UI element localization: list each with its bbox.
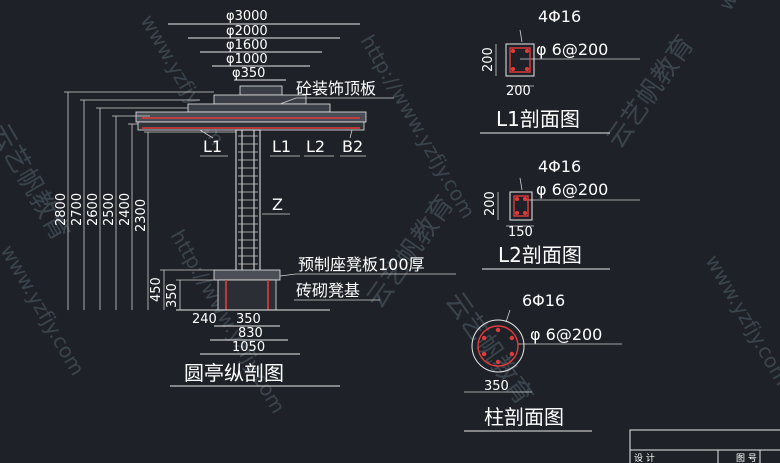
height-text: 350 bbox=[165, 283, 180, 308]
roof-label: 砼装饰顶板 bbox=[296, 79, 376, 98]
l1-rebar bbox=[525, 49, 529, 53]
l1-rebar bbox=[511, 49, 515, 53]
watermark-url: www.yzfjy.com bbox=[714, 0, 780, 15]
base-label: 砖砌凳基 bbox=[296, 281, 360, 300]
leader-line bbox=[279, 97, 297, 105]
l2-title: L2剖面图 bbox=[498, 243, 582, 267]
height-text: 2600 bbox=[86, 193, 101, 226]
l2-stirrup: φ 6@200 bbox=[536, 180, 608, 199]
watermark-brand: 云艺帆教育 bbox=[361, 190, 460, 314]
column-rebar bbox=[495, 359, 501, 365]
elevation-title: 圆亭纵剖图 bbox=[184, 361, 284, 385]
roof-tier-3 bbox=[187, 103, 331, 113]
dim-text: φ3000 bbox=[226, 9, 268, 24]
l1-top-bar: 4Φ16 bbox=[538, 7, 581, 26]
title-block: 设 计 图 号 bbox=[629, 429, 780, 463]
height-dims: 2800 2700 2600 2500 2400 2300 450 350 bbox=[54, 91, 236, 310]
height-text: 2300 bbox=[134, 199, 149, 232]
beam-label-l2: L2 bbox=[306, 137, 325, 156]
l1-height: 200 bbox=[481, 47, 496, 72]
column-rebar bbox=[509, 335, 515, 341]
dim-text: 240 bbox=[192, 312, 217, 327]
column bbox=[235, 129, 261, 281]
dim-text: 830 bbox=[238, 326, 263, 341]
leader-line bbox=[519, 29, 523, 43]
watermark-url: www.yzfjy.com bbox=[0, 241, 90, 380]
column-rebar bbox=[495, 327, 501, 333]
l1-title: L1剖面图 bbox=[496, 107, 580, 131]
section-l2: 4Φ16 φ 6@200 200 150 L2剖面图 bbox=[482, 157, 640, 270]
l1-rebar bbox=[525, 67, 529, 71]
section-l1: 4Φ16 φ 6@200 200 200 L1剖面图 bbox=[480, 7, 640, 134]
watermark-brand: 云艺帆教育 bbox=[601, 30, 700, 154]
l2-top-bar: 4Φ16 bbox=[538, 157, 581, 176]
height-text: 2700 bbox=[70, 193, 85, 226]
column-rebar-group bbox=[481, 327, 515, 365]
leader-line bbox=[279, 273, 297, 277]
beam-label-l1: L1 bbox=[203, 137, 222, 156]
dim-text: φ2000 bbox=[226, 24, 268, 39]
dim-text: φ350 bbox=[232, 66, 265, 81]
watermark-layer: www.yzfjy.com http://www.yzfjy.com http:… bbox=[0, 0, 780, 418]
watermark-url: http://www.yzfjy.com bbox=[356, 31, 481, 223]
title-block-cell: 图 号 bbox=[736, 453, 757, 463]
column-rebar bbox=[481, 335, 487, 341]
height-text: 450 bbox=[149, 277, 164, 302]
leader-line bbox=[199, 129, 214, 139]
watermark-url: http://www.yzfjy.com bbox=[166, 226, 291, 418]
height-text: 2500 bbox=[102, 193, 117, 226]
column-stirrups bbox=[238, 135, 258, 273]
column-rebar bbox=[481, 351, 487, 357]
column-diameter: 350 bbox=[484, 379, 509, 394]
l2-height: 200 bbox=[483, 191, 498, 216]
seat-slab bbox=[213, 269, 281, 281]
beam-label-b2: B2 bbox=[342, 137, 363, 156]
beam-label-l1: L1 bbox=[272, 137, 291, 156]
dim-text: φ1600 bbox=[226, 38, 268, 53]
l2-rebar bbox=[515, 197, 519, 201]
dim-text: 350 bbox=[236, 312, 261, 327]
l1-outline bbox=[505, 43, 535, 77]
title-block-cell: 设 计 bbox=[634, 452, 655, 463]
column-outline bbox=[471, 319, 525, 373]
column-rebar bbox=[509, 351, 515, 357]
roof-tier-top bbox=[239, 85, 283, 96]
roof-slab bbox=[135, 111, 367, 123]
section-column: 6Φ16 φ 6@200 350 柱剖面图 bbox=[464, 291, 622, 432]
brick-base bbox=[217, 279, 277, 311]
l2-outline bbox=[509, 191, 533, 221]
dim-text: 1050 bbox=[232, 340, 265, 355]
l2-rebar bbox=[523, 211, 527, 215]
column-stirrup-ring bbox=[477, 325, 519, 367]
column-stirrup: φ 6@200 bbox=[530, 325, 602, 344]
leader-line bbox=[519, 177, 523, 191]
leader-line bbox=[505, 309, 511, 323]
l2-rebar bbox=[523, 197, 527, 201]
height-text: 2400 bbox=[118, 193, 133, 226]
l2-width: 150 bbox=[508, 225, 533, 240]
column-title: 柱剖面图 bbox=[484, 405, 564, 429]
l1-rebar bbox=[511, 67, 515, 71]
column-top-bar: 6Φ16 bbox=[522, 291, 565, 310]
height-text: 2800 bbox=[54, 193, 69, 226]
dim-text: φ1000 bbox=[226, 52, 268, 67]
seat-label: 预制座凳板100厚 bbox=[298, 255, 425, 274]
l2-rebar bbox=[515, 211, 519, 215]
column-label: Z bbox=[272, 195, 283, 214]
l1-stirrup-shape bbox=[509, 47, 531, 73]
pavilion-elevation: φ3000 φ2000 φ1600 φ1000 φ350 砼装饰顶板 L1 L1… bbox=[54, 9, 456, 387]
leader-line bbox=[349, 129, 353, 139]
l1-width: 200 bbox=[506, 84, 531, 99]
l2-stirrup-shape bbox=[513, 195, 529, 217]
watermark-url: www.yzfjy.com bbox=[701, 251, 780, 390]
l1-stirrup: φ 6@200 bbox=[536, 40, 608, 59]
